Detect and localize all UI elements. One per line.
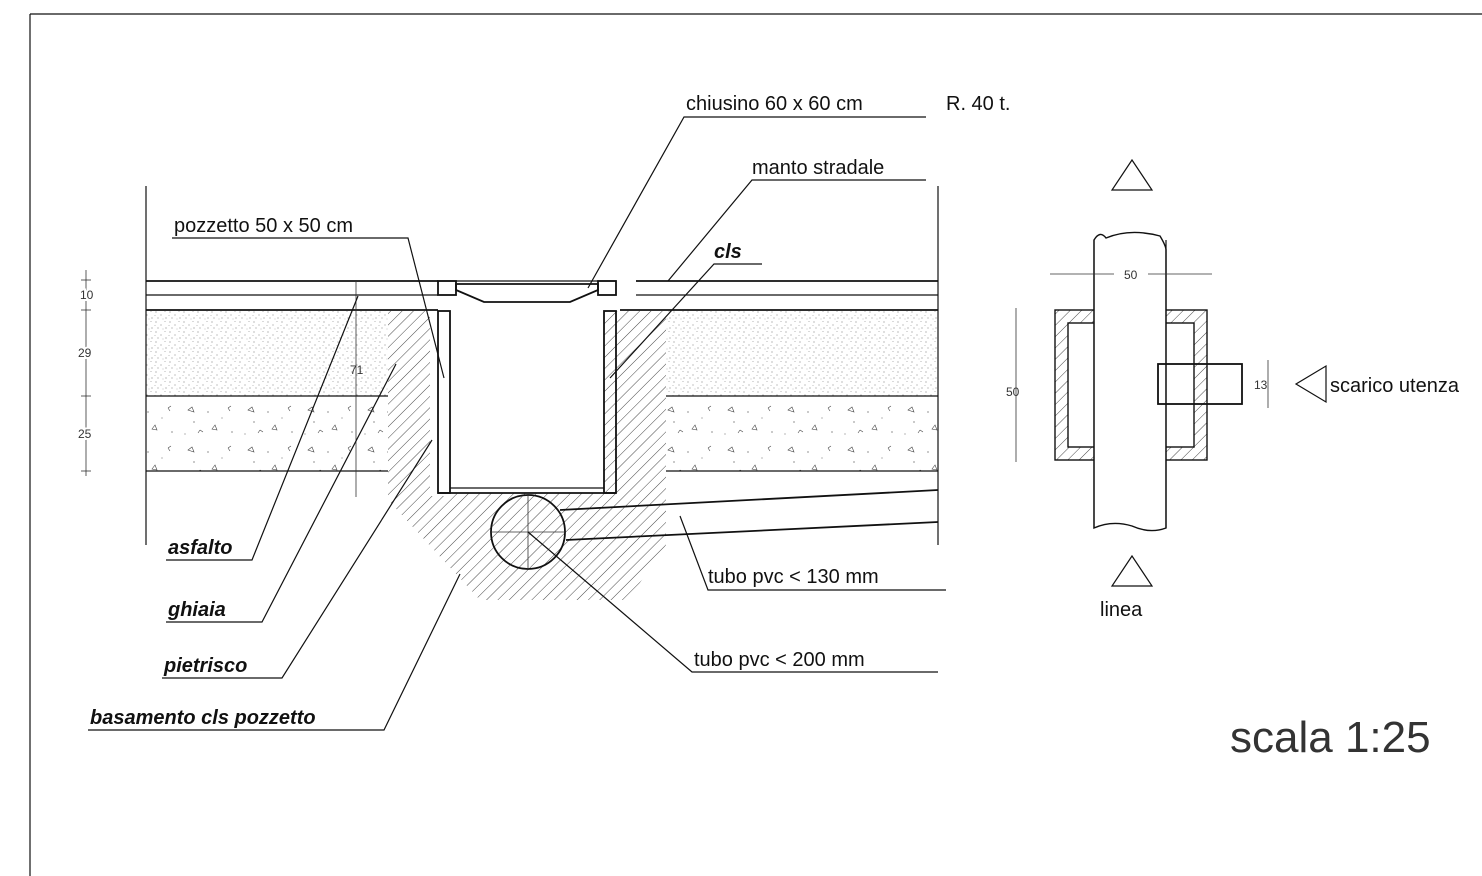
plan-dim-13: 13	[1254, 378, 1268, 392]
tubo-130-upper	[559, 489, 939, 511]
label-cls: cls	[714, 241, 742, 263]
leader-tubo-130	[679, 515, 946, 591]
section-marker-bottom	[1110, 554, 1154, 587]
basamento-cls-hatch	[388, 311, 666, 600]
chiusino-frame-right	[597, 280, 617, 296]
label-asfalto: asfalto	[168, 537, 232, 559]
leader-cls	[609, 263, 762, 379]
ghiaia-layer-left	[146, 396, 388, 471]
scale-label: scala 1:25	[1230, 713, 1431, 762]
plan-main-pipe	[1093, 231, 1167, 532]
leader-basamento	[88, 573, 461, 731]
pietrisco-layer-right	[666, 311, 938, 396]
chiusino-frame-left	[437, 280, 457, 296]
label-chiusino: chiusino 60 x 60 cm	[686, 93, 863, 115]
plan-dim-50-top-bg	[1114, 266, 1148, 282]
section-marker-top	[1110, 158, 1154, 191]
label-manto-stradale: manto stradale	[752, 157, 884, 179]
plan-dim-50-side: 50	[1006, 385, 1020, 399]
plan-side-pipe	[1157, 363, 1243, 405]
label-basamento: basamento cls pozzetto	[90, 707, 316, 729]
leader-pozzetto	[172, 237, 445, 379]
label-tubo-200: tubo pvc < 200 mm	[694, 649, 865, 671]
leader-tubo-200	[527, 531, 938, 673]
leader-manto	[667, 179, 926, 282]
pozzetto-interior	[450, 311, 604, 493]
label-pozzetto: pozzetto 50 x 50 cm	[174, 215, 353, 237]
leader-pietrisco	[162, 439, 433, 679]
pietrisco-layer-left	[146, 311, 388, 396]
label-linea: linea	[1100, 599, 1143, 621]
label-pietrisco: pietrisco	[163, 655, 247, 677]
dim-25: 25	[78, 427, 92, 441]
dim-29: 29	[78, 346, 92, 360]
pozzetto-wall-left	[437, 310, 451, 494]
leader-ghiaia	[166, 363, 397, 623]
scarico-marker	[1294, 364, 1327, 404]
label-ghiaia: ghiaia	[167, 599, 226, 621]
label-tubo-130: tubo pvc < 130 mm	[708, 566, 879, 588]
dim-10: 10	[80, 288, 94, 302]
leader-chiusino	[587, 116, 926, 289]
dim-71: 71	[350, 363, 364, 377]
label-resistenza: R. 40 t.	[946, 93, 1010, 115]
plan-dim-50-top: 50	[1124, 268, 1138, 282]
chiusino-cover	[455, 283, 599, 303]
tubo-130-lower	[565, 521, 939, 541]
leader-asfalto	[166, 295, 359, 561]
ghiaia-layer-right	[666, 396, 938, 471]
label-scarico-utenza: scarico utenza	[1330, 375, 1460, 397]
